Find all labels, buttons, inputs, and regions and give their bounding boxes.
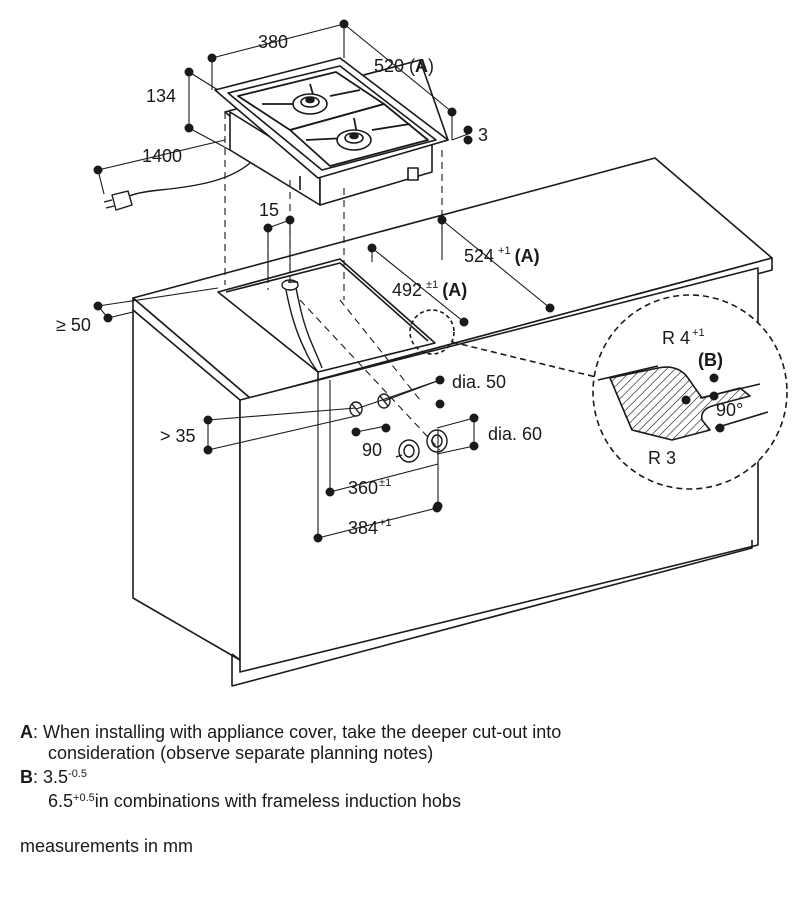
detail-r3: R 3	[648, 448, 676, 468]
detail-b	[409, 294, 788, 490]
dim-1400: 1400	[142, 146, 182, 166]
dimension-labels: 380 520 (A) 134 1400 3 15 524+1(A) 492±1…	[56, 32, 743, 538]
note-b2-text: in combinations with frameless induction…	[94, 791, 461, 811]
installation-diagram: 380 520 (A) 134 1400 3 15 524+1(A) 492±1…	[56, 19, 788, 687]
note-b-label: B	[20, 767, 33, 787]
dim-524: 524+1(A)	[464, 245, 540, 266]
burner-front	[336, 129, 372, 151]
note-b-line2: 6.5+0.5in combinations with frameless in…	[20, 788, 780, 812]
note-a-line2: consideration (observe separate planning…	[48, 743, 434, 763]
detail-r4: R 4+1	[662, 327, 705, 348]
dim-3: 3	[478, 125, 488, 145]
dim-15: 15	[259, 200, 279, 220]
dim-134: 134	[146, 86, 176, 106]
dim-90: 90	[362, 440, 382, 460]
note-a-line1: : When installing with appliance cover, …	[33, 722, 562, 742]
dim-dia-60: dia. 60	[488, 424, 542, 444]
plinth	[231, 540, 753, 687]
gas-hob	[214, 57, 449, 206]
control-knobs	[395, 429, 448, 463]
notes-block: A: When installing with appliance cover,…	[20, 722, 780, 812]
dim-384: 384+1	[348, 517, 392, 538]
dim-492: 492±1(A)	[392, 279, 467, 300]
note-b2-tol: +0.5	[73, 792, 95, 804]
detail-edge-profile	[609, 366, 751, 441]
dim-dia-50: dia. 50	[452, 372, 506, 392]
note-b2-value: 6.5	[48, 791, 74, 811]
burner-rear	[292, 93, 328, 115]
dimension-lines	[97, 23, 551, 539]
note-b-value: : 3.5	[33, 767, 69, 787]
dim-520: 520 (A)	[374, 56, 434, 76]
units-note: measurements in mm	[20, 836, 194, 856]
note-a-label: A	[20, 722, 33, 742]
plug	[111, 190, 133, 211]
dim-gt-35: > 35	[160, 426, 196, 446]
dimension-dots	[93, 19, 725, 543]
note-a: A: When installing with appliance cover,…	[20, 722, 780, 743]
detail-90: 90°	[716, 400, 743, 420]
detail-b-label: (B)	[698, 350, 723, 370]
dim-360: 360±1	[348, 477, 391, 498]
dim-ge-50: ≥ 50	[56, 315, 91, 335]
worktop-cutout	[217, 258, 436, 380]
note-b-tol: -0.5	[68, 768, 87, 780]
note-b: B: 3.5-0.5	[20, 764, 780, 788]
dim-380: 380	[258, 32, 288, 52]
power-cable	[103, 162, 251, 211]
